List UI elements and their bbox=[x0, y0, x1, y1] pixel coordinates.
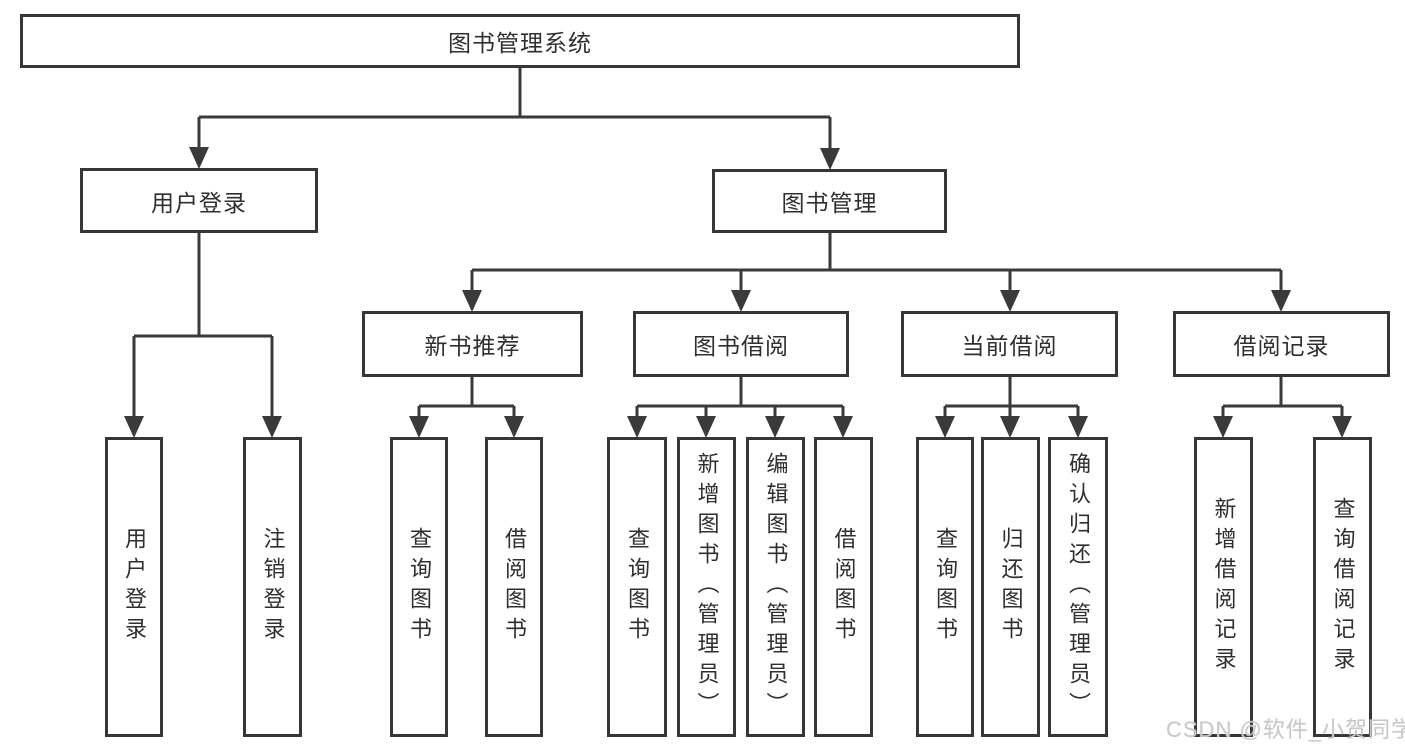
node-nb-query-book: 查询图书 bbox=[390, 437, 448, 737]
node-current-borrow-label: 当前借阅 bbox=[961, 333, 1058, 359]
arrowhead-nb-query bbox=[409, 416, 429, 438]
node-bb-add-book-admin: 新增图书（管理员） bbox=[677, 437, 736, 737]
arrowhead-bb-borrow bbox=[833, 416, 853, 438]
arrowhead-bb-add bbox=[696, 416, 716, 438]
node-root-label: 图书管理系统 bbox=[448, 30, 592, 56]
node-cb-return-book: 归还图书 bbox=[981, 437, 1040, 737]
connector-book-management-children bbox=[462, 233, 1291, 312]
node-cb-return-book-label: 归还图书 bbox=[998, 527, 1024, 647]
node-new-book-recommend: 新书推荐 bbox=[362, 311, 583, 377]
arrowhead-cb-confirm bbox=[1068, 416, 1088, 438]
arrowhead-user-login bbox=[189, 147, 209, 169]
node-br-add-record: 新增借阅记录 bbox=[1194, 437, 1253, 737]
connector-root-to-level2 bbox=[189, 68, 840, 170]
node-bb-edit-book-admin-label: 编辑图书（管理员） bbox=[763, 452, 789, 722]
node-ul-logout-label: 注销登录 bbox=[260, 527, 286, 647]
node-cb-query-book: 查询图书 bbox=[916, 437, 974, 737]
csdn-watermark: CSDN @软件_小贺同学 bbox=[1166, 717, 1405, 742]
node-new-book-recommend-label: 新书推荐 bbox=[424, 333, 521, 359]
node-bb-add-book-admin-label: 新增图书（管理员） bbox=[694, 452, 720, 722]
node-book-management: 图书管理 bbox=[712, 169, 947, 233]
arrowhead-nb-borrow bbox=[504, 416, 524, 438]
node-book-management-label: 图书管理 bbox=[781, 190, 878, 216]
node-book-borrow-label: 图书借阅 bbox=[693, 333, 789, 359]
connector-current-borrow-children bbox=[935, 377, 1088, 438]
arrowhead-bb-query bbox=[627, 416, 647, 438]
arrowhead-bb-edit bbox=[765, 416, 785, 438]
node-user-login: 用户登录 bbox=[80, 168, 318, 233]
node-cb-confirm-return-admin-label: 确认归还（管理员） bbox=[1066, 452, 1091, 722]
node-nb-query-book-label: 查询图书 bbox=[407, 527, 432, 647]
node-root: 图书管理系统 bbox=[20, 14, 1020, 68]
arrowhead-br-query bbox=[1332, 416, 1352, 438]
node-borrow-record-label: 借阅记录 bbox=[1233, 333, 1330, 359]
node-bb-query-book: 查询图书 bbox=[607, 437, 667, 737]
node-nb-borrow-book: 借阅图书 bbox=[485, 437, 543, 737]
node-bb-edit-book-admin: 编辑图书（管理员） bbox=[746, 437, 805, 737]
node-book-borrow: 图书借阅 bbox=[633, 311, 849, 377]
connector-new-book-recommend-children bbox=[409, 377, 524, 438]
arrowhead-current-borrow bbox=[1000, 290, 1020, 312]
arrowhead-ul-logout bbox=[262, 416, 282, 438]
node-bb-borrow-book: 借阅图书 bbox=[814, 437, 873, 737]
node-user-login-label: 用户登录 bbox=[151, 189, 247, 216]
arrowhead-cb-query bbox=[935, 416, 955, 438]
connector-borrow-record-children bbox=[1213, 377, 1352, 438]
node-br-query-record: 查询借阅记录 bbox=[1313, 437, 1372, 737]
node-br-add-record-label: 新增借阅记录 bbox=[1211, 497, 1237, 677]
node-ul-user-login: 用户登录 bbox=[105, 437, 163, 737]
node-ul-logout: 注销登录 bbox=[243, 437, 302, 737]
arrowhead-borrow-record bbox=[1271, 290, 1291, 312]
arrowhead-cb-return bbox=[1000, 416, 1020, 438]
node-bb-borrow-book-label: 借阅图书 bbox=[831, 527, 857, 647]
node-bb-query-book-label: 查询图书 bbox=[625, 527, 650, 647]
node-nb-borrow-book-label: 借阅图书 bbox=[502, 527, 527, 647]
arrowhead-br-add bbox=[1213, 416, 1233, 438]
node-borrow-record: 借阅记录 bbox=[1173, 311, 1390, 377]
connector-user-login-children bbox=[124, 233, 282, 438]
connector-book-borrow-children bbox=[627, 377, 853, 438]
arrowhead-book-borrow bbox=[731, 290, 751, 312]
arrowhead-new-book-recommend bbox=[462, 290, 482, 312]
arrowhead-ul-user-login bbox=[124, 416, 144, 438]
node-br-query-record-label: 查询借阅记录 bbox=[1330, 497, 1356, 677]
node-cb-confirm-return-admin: 确认归还（管理员） bbox=[1048, 437, 1108, 737]
node-cb-query-book-label: 查询图书 bbox=[933, 527, 958, 647]
arrowhead-book-management bbox=[820, 148, 840, 170]
node-current-borrow: 当前借阅 bbox=[901, 311, 1118, 377]
node-ul-user-login-label: 用户登录 bbox=[122, 527, 147, 647]
